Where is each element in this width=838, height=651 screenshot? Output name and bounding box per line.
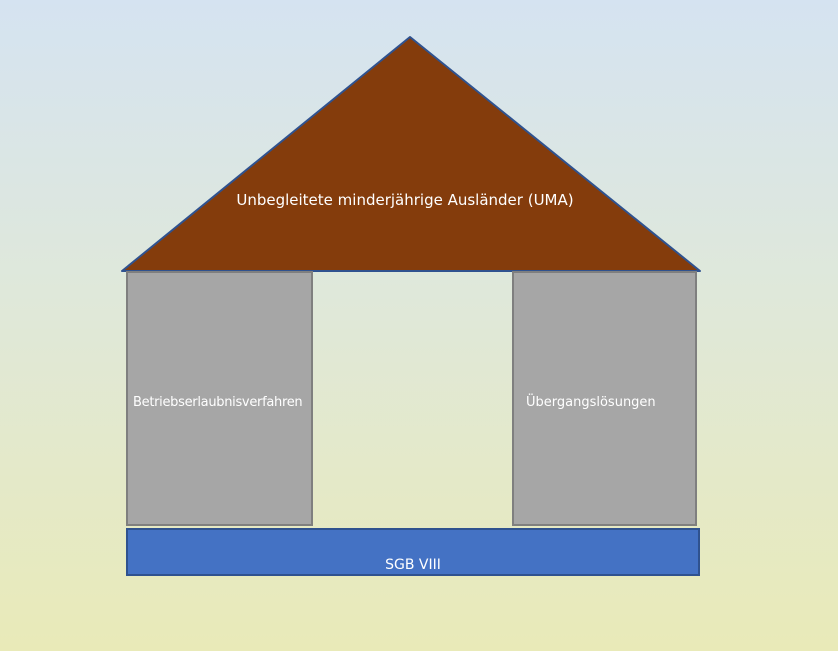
roof-label: Unbegleitete minderjährige Ausländer (UM…	[236, 191, 574, 209]
pillar-left: Betriebserlaubnisverfahren	[126, 271, 313, 526]
pillar-left-label: Betriebserlaubnisverfahren	[133, 395, 303, 410]
foundation-label: SGB VIII	[385, 557, 441, 573]
roof-triangle	[121, 36, 701, 272]
foundation: SGB VIII	[126, 528, 700, 576]
pillar-right: Übergangslösungen	[512, 271, 697, 526]
pillar-right-label: Übergangslösungen	[526, 395, 656, 410]
